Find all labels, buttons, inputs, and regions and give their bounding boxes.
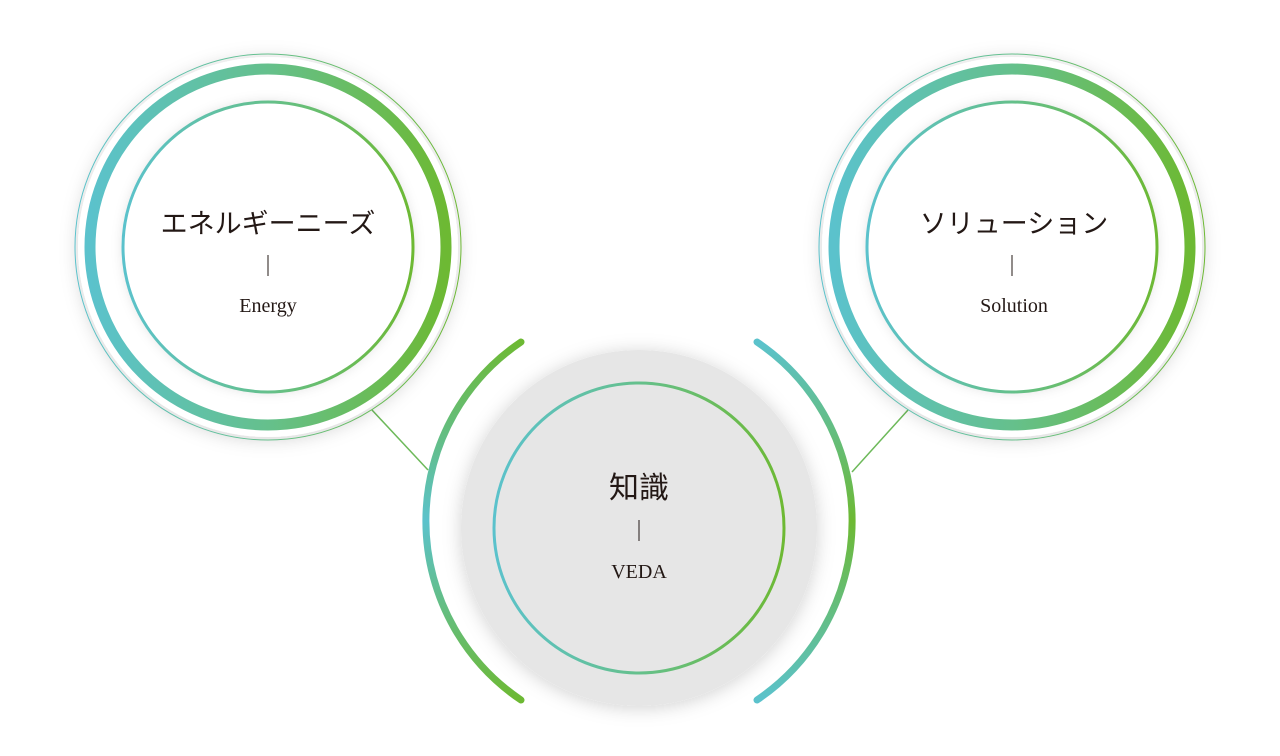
node-veda: 知識 VEDA xyxy=(422,338,856,706)
left-arc xyxy=(422,338,525,704)
solution-subtitle: Solution xyxy=(980,295,1048,317)
solution-title: ソリューション xyxy=(920,209,1108,240)
node-solution: ソリューション Solution xyxy=(818,53,1206,441)
node-energy: エネルギーニーズ Energy xyxy=(74,53,462,441)
connector-energy-veda xyxy=(371,409,429,471)
veda-subtitle: VEDA xyxy=(611,561,667,583)
energy-title: エネルギーニーズ xyxy=(161,209,376,240)
connector-solution-veda xyxy=(851,409,909,473)
energy-subtitle: Energy xyxy=(239,295,296,317)
right-arc xyxy=(753,338,856,704)
veda-title: 知識 xyxy=(609,471,669,506)
